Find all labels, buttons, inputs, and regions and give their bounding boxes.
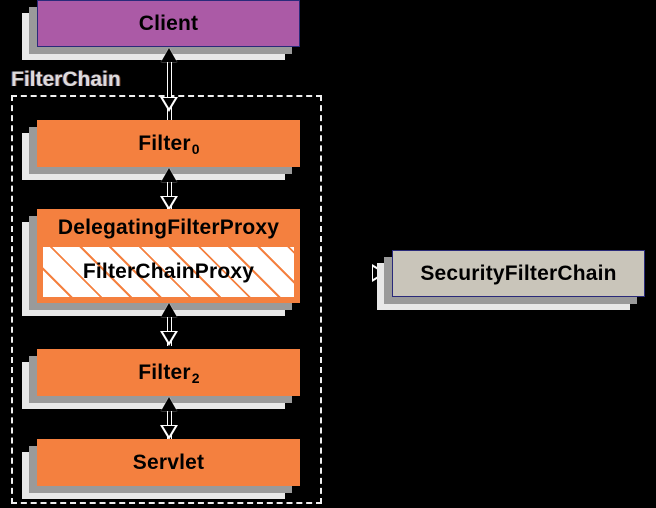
node-filter2-subscript: 2 xyxy=(191,369,200,386)
node-filter-chain-proxy-label: FilterChainProxy xyxy=(82,260,255,283)
node-filter0-label: Filter xyxy=(138,131,191,155)
node-delegating-filter-proxy[interactable]: DelegatingFilterProxy FilterChainProxy xyxy=(37,209,300,303)
connector-client-filter0-arrowhead-down xyxy=(160,97,178,112)
connector-proxy-filter2-arrowhead-down xyxy=(160,331,178,346)
node-filter2-label: Filter xyxy=(138,360,191,384)
node-delegating-filter-proxy-label: DelegatingFilterProxy xyxy=(57,216,280,239)
node-client-label: Client xyxy=(138,11,199,35)
connector-filter2-servlet-arrowhead-down xyxy=(160,425,178,440)
connector-filter0-proxy-arrowhead-down xyxy=(160,196,178,211)
filterchain-container xyxy=(11,95,322,504)
node-security-filter-chain-label: SecurityFilterChain xyxy=(420,261,617,285)
node-servlet-label: Servlet xyxy=(132,450,205,474)
node-filter0-subscript: 0 xyxy=(191,140,200,157)
node-security-filter-chain[interactable]: SecurityFilterChain xyxy=(392,250,645,297)
connector-proxy-filter2-arrowhead-up xyxy=(161,303,177,317)
node-client[interactable]: Client xyxy=(37,0,300,47)
node-servlet[interactable]: Servlet xyxy=(37,439,300,486)
filterchain-label: FilterChain xyxy=(11,68,121,91)
node-filter-chain-proxy[interactable]: FilterChainProxy xyxy=(43,247,294,297)
connector-client-filter0-arrowhead-up xyxy=(161,48,177,62)
connector-filter0-proxy-line xyxy=(167,173,172,211)
connector-proxy-filter2-line xyxy=(167,308,172,346)
connector-filter2-servlet-line xyxy=(167,402,172,440)
connector-filter2-servlet-arrowhead-up xyxy=(161,397,177,411)
connector-filter0-proxy-arrowhead-up xyxy=(161,168,177,182)
